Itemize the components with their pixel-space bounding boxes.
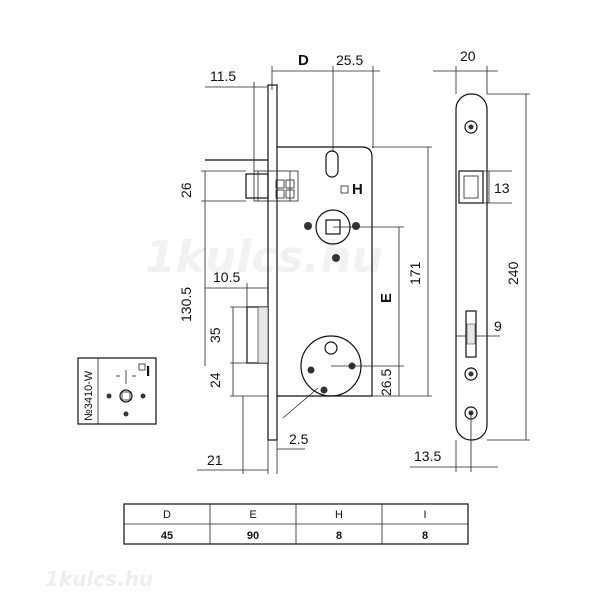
dim-171: 171 [407,261,423,285]
dim-11-5: 11.5 [210,68,236,84]
dim-13: 13 [494,180,510,196]
spec-table: D E H I 45 90 8 8 [123,503,469,545]
deadbolt [246,306,269,364]
watermark-corner: 1kulcs.hu [45,567,153,591]
dim-24: 24 [207,372,223,388]
dim-2-5: 2.5 [289,431,309,447]
dim-10-5: 10.5 [213,269,240,285]
dim-21: 21 [207,452,223,468]
h-square-marker [340,185,349,194]
table-header-d: D [163,509,171,521]
lock-body-drawing: H [205,84,373,441]
faceplate [267,84,278,441]
dim-26: 26 [178,182,194,198]
dim-130-5: 130.5 [178,287,194,322]
dim-13-5: 13.5 [414,448,441,464]
table-header-h: H [335,509,343,521]
table-header-e: E [249,509,256,521]
dim-9: 9 [494,318,502,334]
table-value-e: 90 [247,530,259,542]
detail-i-label: I [146,363,150,380]
detail-box: №3410-W I [77,357,157,425]
table-header-i: I [423,509,426,521]
h-label: H [352,181,363,198]
top-slot [325,150,339,178]
case-outline [277,146,373,397]
dimension-lines [197,66,530,474]
latch-bolt [245,170,299,202]
dim-26-5: 26.5 [378,369,394,396]
table-value-d: 45 [161,530,173,542]
dim-e-label: E [378,293,395,303]
dim-d-label: D [298,52,309,69]
dim-20: 20 [460,48,476,64]
table-value-h: 8 [336,530,342,542]
dim-35: 35 [207,327,223,343]
table-value-i: 8 [422,530,428,542]
dim-25-5: 25.5 [336,52,363,68]
dim-240: 240 [505,261,521,285]
watermark-main: 1kulcs.hu [145,232,383,283]
faceplate-front-view [455,93,488,441]
detail-code: №3410-W [83,370,95,421]
